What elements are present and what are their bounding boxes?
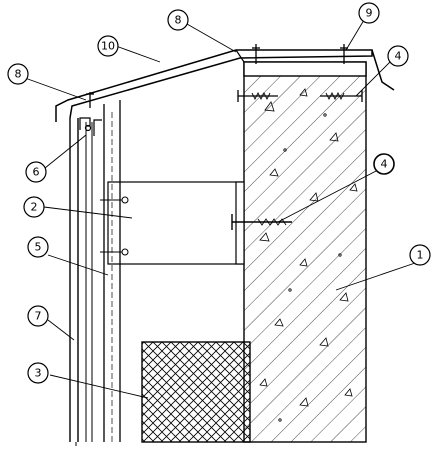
top-blocking bbox=[243, 61, 367, 77]
callout-2-label: 2 bbox=[31, 201, 38, 214]
callout-3-label: 3 bbox=[35, 367, 42, 380]
callout-10-label: 10 bbox=[101, 40, 115, 53]
cladding-panel bbox=[69, 118, 93, 442]
vertical-keel bbox=[103, 100, 121, 442]
anchor-bolt-upper bbox=[237, 90, 363, 102]
callout-9-label: 9 bbox=[366, 7, 373, 20]
callout-7-label: 7 bbox=[35, 310, 42, 323]
callout-7: 7 bbox=[27, 305, 49, 327]
callout-3: 3 bbox=[27, 362, 49, 384]
callout-4-upper-label: 4 bbox=[395, 50, 402, 63]
callout-4-upper: 4 bbox=[387, 45, 409, 67]
leader-lines bbox=[24, 14, 419, 399]
callout-8-left: 8 bbox=[7, 63, 29, 85]
coping-flashing bbox=[55, 49, 395, 122]
connector-piece bbox=[79, 117, 102, 136]
callout-1: 1 bbox=[409, 244, 431, 266]
callout-5-label: 5 bbox=[35, 241, 42, 254]
callout-1-label: 1 bbox=[417, 249, 424, 262]
concrete-wall bbox=[243, 61, 367, 443]
callout-6: 6 bbox=[25, 161, 47, 183]
callout-2: 2 bbox=[23, 196, 45, 218]
callout-9: 9 bbox=[358, 2, 380, 24]
callout-4-lower-label: 4 bbox=[381, 158, 388, 171]
insulation-block bbox=[141, 341, 251, 443]
fastener-screws bbox=[86, 44, 348, 108]
callout-8-top-label: 8 bbox=[175, 14, 182, 27]
callout-5: 5 bbox=[27, 236, 49, 258]
callout-10: 10 bbox=[97, 35, 119, 57]
callout-8-top: 8 bbox=[167, 9, 189, 31]
horizontal-bracket bbox=[100, 181, 245, 265]
callout-6-label: 6 bbox=[33, 166, 40, 179]
callout-8-left-label: 8 bbox=[15, 68, 22, 81]
callout-4-lower: 4 bbox=[373, 153, 395, 175]
